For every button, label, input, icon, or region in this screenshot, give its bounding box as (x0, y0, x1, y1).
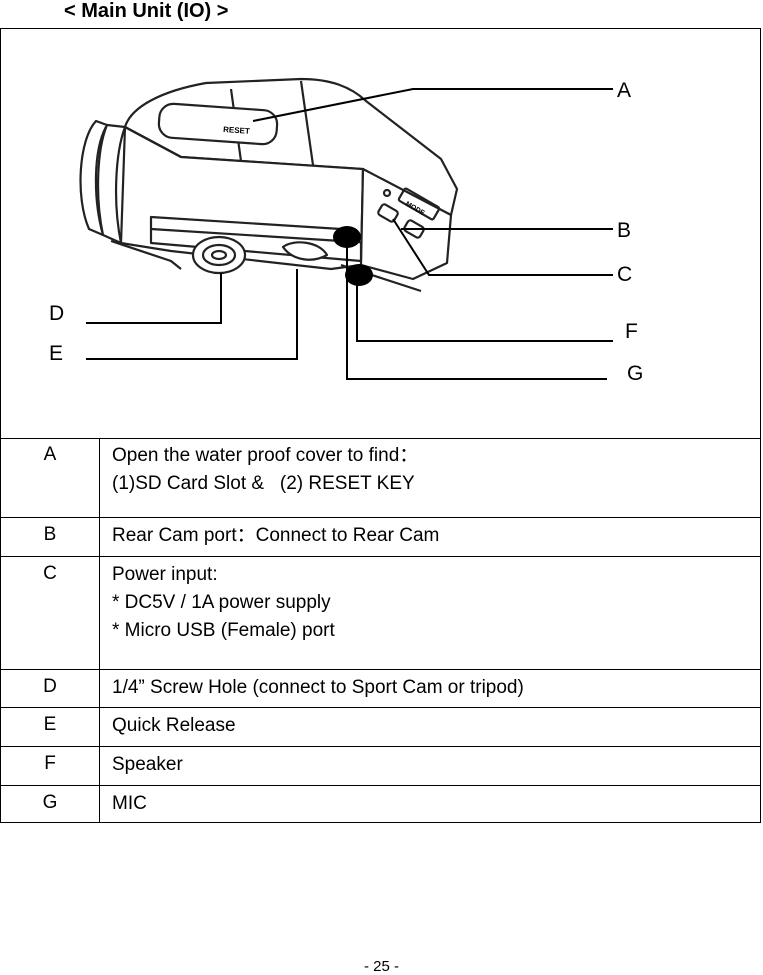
leader-c (392, 218, 613, 276)
description-line: Open the water proof cover to find： (112, 445, 419, 466)
callout-b: B (617, 219, 631, 242)
description-line: Quick Release (112, 714, 236, 736)
leader-a (252, 88, 613, 122)
callout-g: G (627, 362, 643, 385)
table-row: A Open the water proof cover to find： (1… (1, 438, 760, 518)
description-line: Rear Cam port：Connect to Rear Cam (112, 524, 440, 546)
mic-marker (345, 264, 373, 286)
row-key: B (1, 517, 100, 557)
row-key: E (1, 707, 100, 747)
row-key: G (1, 785, 100, 823)
row-key: C (1, 556, 100, 670)
table-row: F Speaker (1, 746, 760, 786)
table-row: B Rear Cam port：Connect to Rear Cam (1, 517, 760, 557)
row-key: D (1, 669, 100, 708)
description-line: Power input: (112, 563, 218, 585)
table-row: G MIC (1, 785, 760, 823)
callout-f: F (625, 320, 638, 343)
description-line: * Micro USB (Female) port (112, 619, 335, 641)
description-line: (1)SD Card Slot & (2) RESET KEY (112, 473, 415, 494)
table-row: E Quick Release (1, 707, 760, 747)
speaker-marker (333, 226, 361, 248)
row-description: Rear Cam port：Connect to Rear Cam (99, 517, 760, 557)
leader-d (86, 273, 222, 324)
row-description: Open the water proof cover to find： (1)S… (99, 438, 760, 518)
page-heading: < Main Unit (IO) > (64, 0, 229, 22)
table-row: C Power input: * DC5V / 1A power supply … (1, 556, 760, 670)
leader-e (86, 269, 298, 360)
row-key: F (1, 746, 100, 786)
leader-f (356, 285, 613, 342)
description-line: MIC (112, 792, 147, 814)
row-description: Power input: * DC5V / 1A power supply * … (99, 556, 760, 670)
parts-table: A Open the water proof cover to find： (1… (1, 438, 760, 823)
callout-e: E (49, 342, 63, 365)
description-line: * DC5V / 1A power supply (112, 591, 331, 613)
page-number: - 25 - (363, 958, 399, 975)
leader-g (346, 247, 607, 380)
description-line: Speaker (112, 753, 183, 775)
camera-illustration: RESET MODE A B C D E F G (49, 77, 643, 385)
row-description: Speaker (99, 746, 760, 786)
callout-a: A (617, 79, 631, 102)
reset-engraving: RESET (223, 125, 250, 136)
description-line: 1/4” Screw Hole (connect to Sport Cam or… (112, 676, 524, 698)
table-row: D 1/4” Screw Hole (connect to Sport Cam … (1, 669, 760, 708)
row-description: MIC (100, 785, 761, 823)
row-description: Quick Release (99, 707, 760, 747)
callout-d: D (49, 302, 64, 325)
main-unit-table: RESET MODE A B C D E F G (0, 28, 761, 823)
device-diagram: RESET MODE A B C D E F G (1, 29, 760, 439)
row-description: 1/4” Screw Hole (connect to Sport Cam or… (99, 669, 760, 708)
callout-c: C (617, 263, 632, 286)
row-key: A (1, 438, 100, 518)
